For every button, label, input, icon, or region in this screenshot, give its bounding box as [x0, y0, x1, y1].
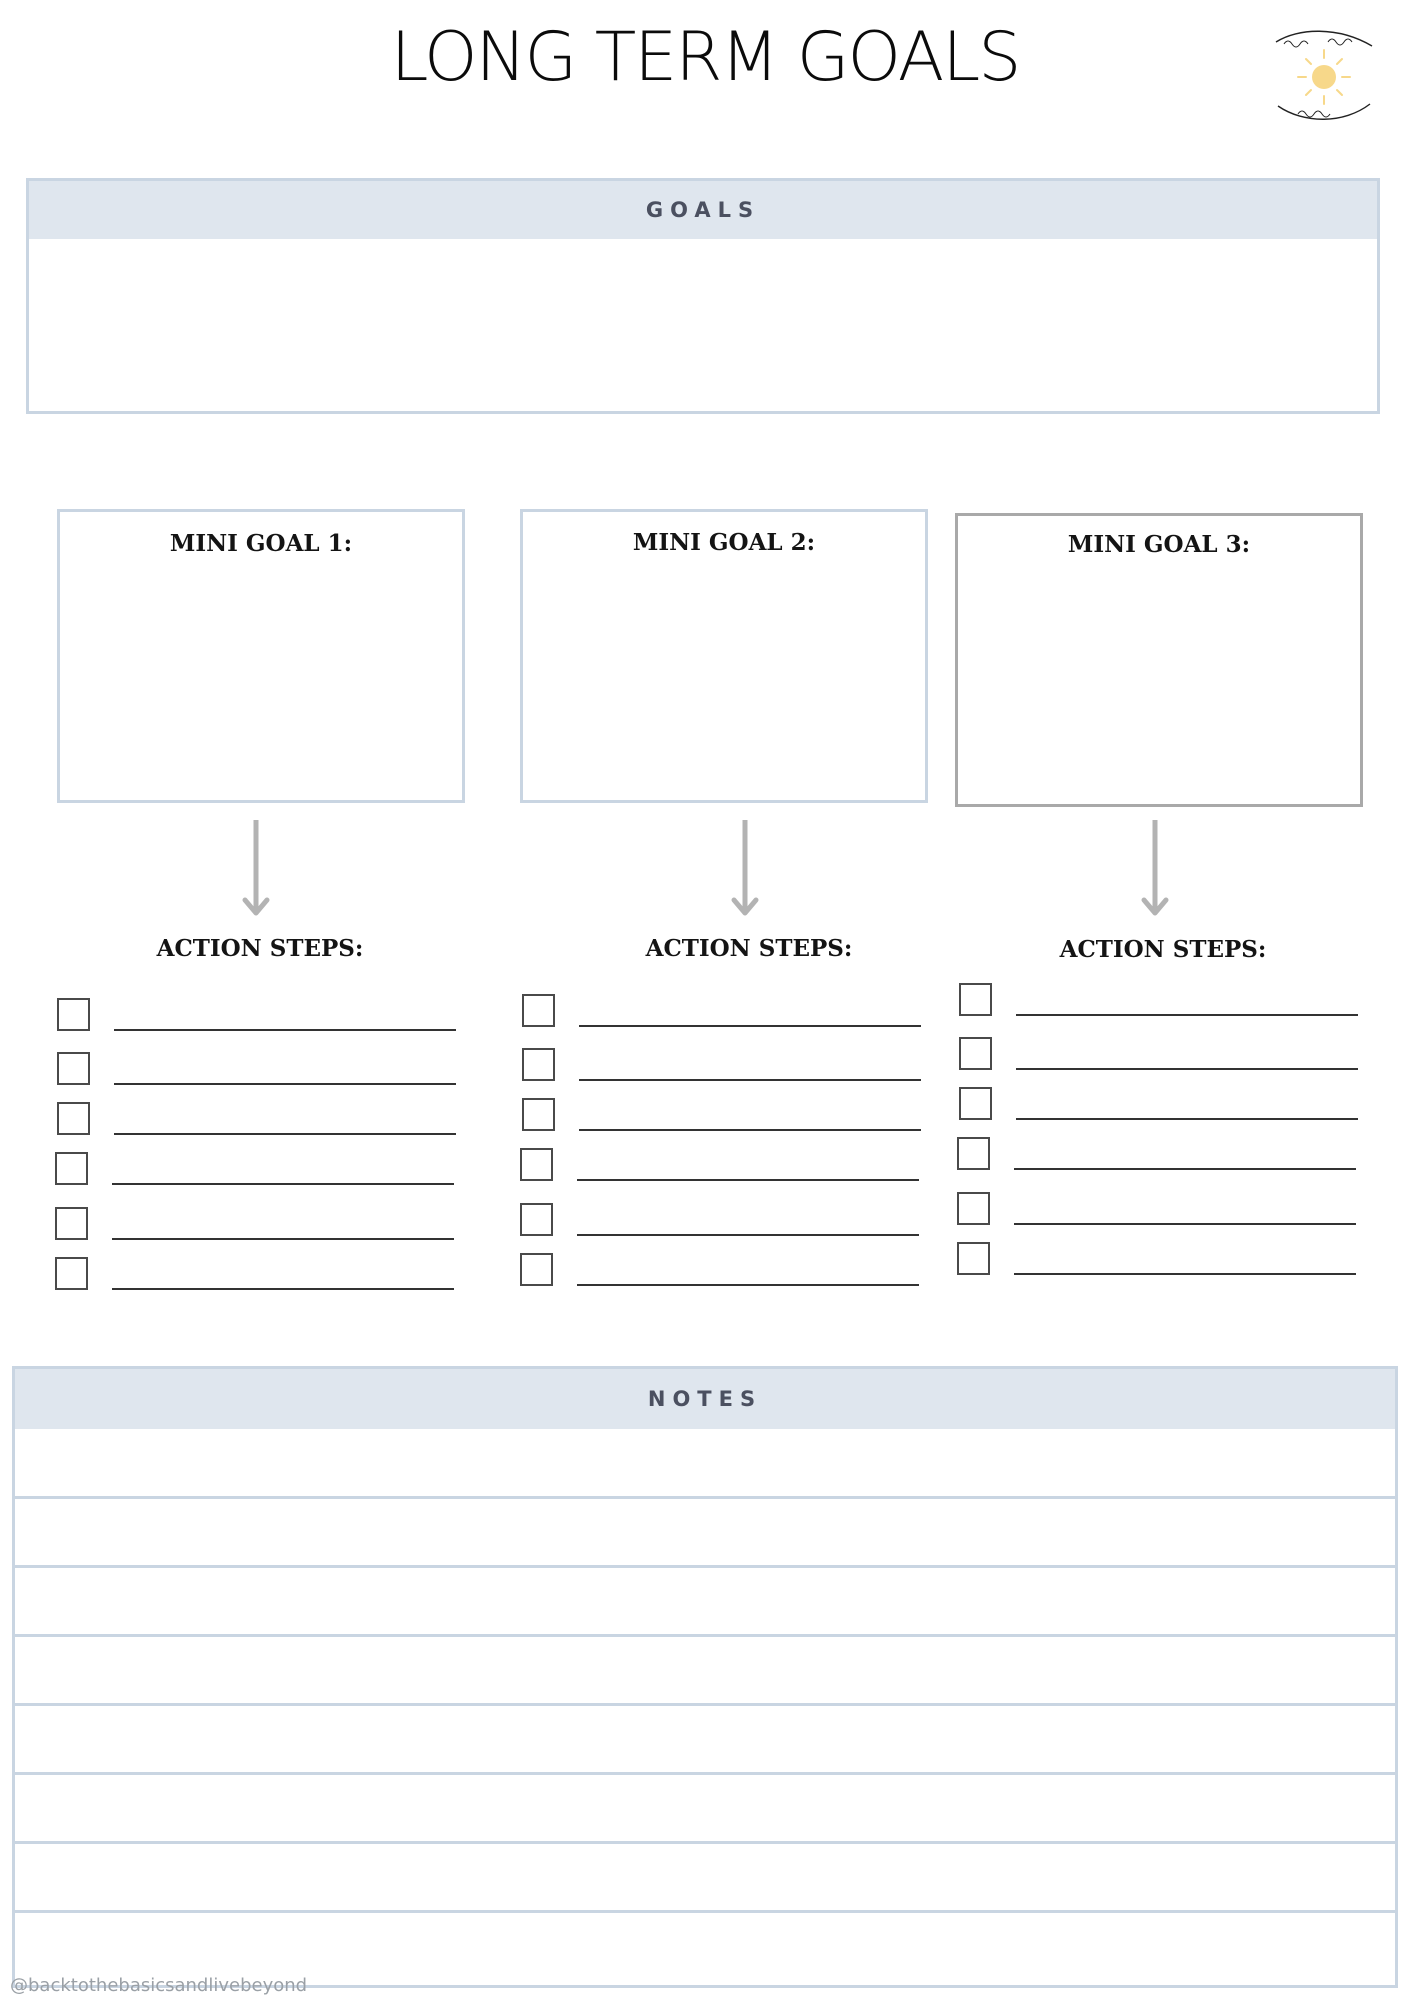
goals-panel: GOALS: [26, 178, 1380, 414]
down-arrow-icon: [242, 820, 270, 916]
action-step-checkbox[interactable]: [55, 1152, 88, 1185]
action-step-checkbox[interactable]: [57, 998, 90, 1031]
mini-goal-3-title: MINI GOAL 3:: [1067, 531, 1251, 558]
down-arrow-icon: [1141, 820, 1169, 916]
sun-logo-icon: [1275, 30, 1373, 120]
action-step-line[interactable]: [112, 1238, 454, 1240]
action-step-line[interactable]: [1016, 1068, 1358, 1070]
action-step-checkbox[interactable]: [57, 1102, 90, 1135]
action-step-checkbox[interactable]: [959, 1037, 992, 1070]
action-step-checkbox[interactable]: [957, 1192, 990, 1225]
action-step-checkbox[interactable]: [957, 1242, 990, 1275]
action-step-line[interactable]: [577, 1234, 919, 1236]
notes-line[interactable]: [15, 1841, 1395, 1844]
notes-line[interactable]: [15, 1910, 1395, 1913]
action-step-line[interactable]: [1016, 1118, 1358, 1120]
action-step-line[interactable]: [112, 1183, 454, 1185]
action-step-line[interactable]: [579, 1025, 921, 1027]
page-title: LONG TERM GOALS: [390, 18, 1022, 97]
action-step-checkbox[interactable]: [957, 1137, 990, 1170]
notes-line[interactable]: [15, 1772, 1395, 1775]
action-step-checkbox[interactable]: [522, 994, 555, 1027]
action-step-line[interactable]: [114, 1133, 456, 1135]
action-step-line[interactable]: [1016, 1014, 1358, 1016]
notes-line[interactable]: [15, 1703, 1395, 1706]
mini-goal-2-title: MINI GOAL 2:: [632, 529, 816, 556]
action-step-checkbox[interactable]: [520, 1253, 553, 1286]
action-step-checkbox[interactable]: [57, 1052, 90, 1085]
action-step-line[interactable]: [1014, 1223, 1356, 1225]
action-step-checkbox[interactable]: [55, 1207, 88, 1240]
action-step-checkbox[interactable]: [55, 1257, 88, 1290]
notes-header: NOTES: [15, 1369, 1395, 1429]
action-step-checkbox[interactable]: [959, 1087, 992, 1120]
action-step-line[interactable]: [577, 1179, 919, 1181]
action-step-line[interactable]: [114, 1083, 456, 1085]
action-step-line[interactable]: [579, 1129, 921, 1131]
action-step-line[interactable]: [114, 1029, 456, 1031]
mini-goal-1-title: MINI GOAL 1:: [169, 530, 353, 557]
action-step-line[interactable]: [579, 1079, 921, 1081]
notes-line[interactable]: [15, 1496, 1395, 1499]
notes-line[interactable]: [15, 1634, 1395, 1637]
mini-goal-2-box: MINI GOAL 2:: [520, 509, 928, 803]
action-step-checkbox[interactable]: [522, 1098, 555, 1131]
mini-goal-1-box: MINI GOAL 1:: [57, 509, 465, 803]
action-step-checkbox[interactable]: [520, 1203, 553, 1236]
footer-handle: @backtothebasicsandlivebeyond: [10, 1975, 308, 1996]
mini-goal-1-action-label: ACTION STEPS:: [156, 935, 364, 962]
notes-panel: NOTES: [12, 1366, 1398, 1988]
action-step-line[interactable]: [1014, 1273, 1356, 1275]
mini-goal-3-box: MINI GOAL 3:: [955, 513, 1363, 807]
mini-goal-2-action-label: ACTION STEPS:: [645, 935, 853, 962]
action-step-line[interactable]: [577, 1284, 919, 1286]
action-step-line[interactable]: [1014, 1168, 1356, 1170]
mini-goal-3-action-label: ACTION STEPS:: [1059, 936, 1267, 963]
action-step-line[interactable]: [112, 1288, 454, 1290]
action-step-checkbox[interactable]: [520, 1148, 553, 1181]
down-arrow-icon: [731, 820, 759, 916]
notes-line[interactable]: [15, 1565, 1395, 1568]
goals-header: GOALS: [29, 181, 1377, 239]
action-step-checkbox[interactable]: [522, 1048, 555, 1081]
action-step-checkbox[interactable]: [959, 983, 992, 1016]
